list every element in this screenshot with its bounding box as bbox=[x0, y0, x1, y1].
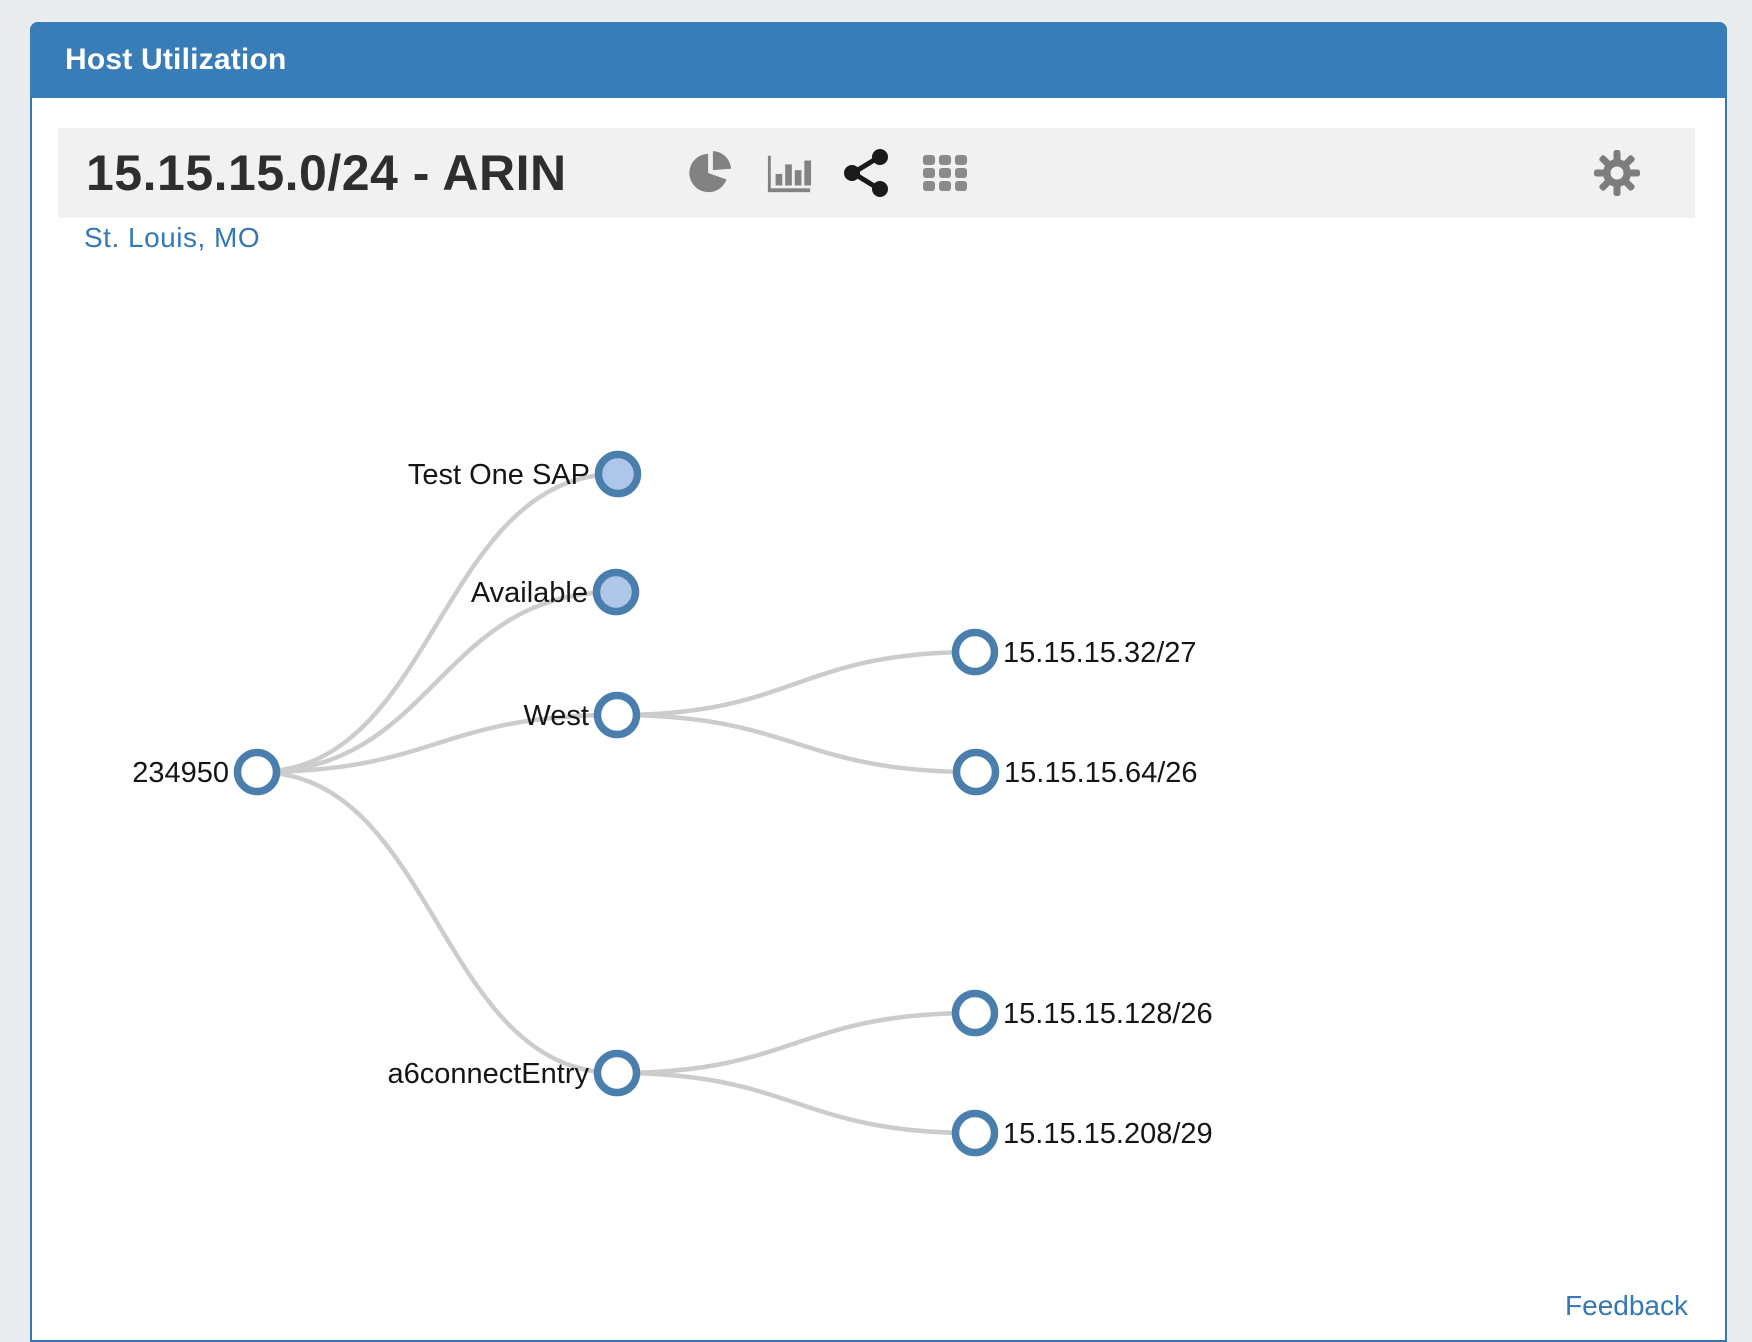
tree-node-label[interactable]: Test One SAP bbox=[408, 459, 590, 491]
grid-icon bbox=[922, 155, 967, 191]
tree-node-circle[interactable] bbox=[951, 989, 999, 1037]
tree-node-circle[interactable] bbox=[233, 748, 281, 796]
tree-node-label[interactable]: 15.15.15.32/27 bbox=[1003, 637, 1197, 669]
tree-node-label[interactable]: West bbox=[523, 700, 589, 732]
tree-link bbox=[616, 1010, 976, 1076]
tree-link bbox=[616, 712, 977, 775]
tree-link bbox=[616, 649, 976, 718]
tree-node-circle[interactable] bbox=[592, 568, 640, 616]
tree-node-circle[interactable] bbox=[593, 691, 641, 739]
feedback-link[interactable]: Feedback bbox=[1565, 1290, 1688, 1321]
tree-node-label[interactable]: a6connectEntry bbox=[387, 1058, 589, 1090]
tree-node-label[interactable]: 15.15.15.208/29 bbox=[1003, 1118, 1213, 1150]
tree-share-icon bbox=[843, 149, 888, 197]
tree-node-circle[interactable] bbox=[951, 628, 999, 676]
tree-link bbox=[256, 589, 617, 775]
subnet-toolbar: 15.15.15.0/24 - ARIN bbox=[58, 128, 1695, 218]
panel-header: Host Utilization bbox=[30, 22, 1727, 98]
tree-node-label[interactable]: Available bbox=[471, 577, 588, 609]
tree-view-button[interactable] bbox=[843, 149, 891, 197]
bar-chart-view-button[interactable] bbox=[765, 149, 813, 197]
bar-chart-icon bbox=[767, 155, 811, 193]
location-link[interactable]: St. Louis, MO bbox=[84, 222, 261, 253]
subnet-title: 15.15.15.0/24 - ARIN bbox=[86, 145, 567, 201]
tree-link bbox=[256, 769, 618, 1076]
settings-button[interactable] bbox=[1593, 149, 1641, 197]
tree-node-circle[interactable] bbox=[951, 1109, 999, 1157]
tree-node-circle[interactable] bbox=[952, 748, 1000, 796]
tree-node-circle[interactable] bbox=[593, 1049, 641, 1097]
tree-node-label[interactable]: 15.15.15.64/26 bbox=[1004, 757, 1198, 789]
panel-title: Host Utilization bbox=[65, 43, 287, 76]
grid-view-button[interactable] bbox=[921, 149, 969, 197]
pie-chart-view-button[interactable] bbox=[687, 149, 735, 197]
view-switcher bbox=[687, 149, 969, 197]
tree-node-circle[interactable] bbox=[594, 450, 642, 498]
tree-node-label[interactable]: 15.15.15.128/26 bbox=[1003, 998, 1213, 1030]
host-utilization-panel: Host Utilization 15.15.15.0/24 - ARIN bbox=[30, 22, 1727, 1342]
gear-icon bbox=[1594, 150, 1640, 196]
tree-node-label[interactable]: 234950 bbox=[132, 757, 229, 789]
tree-link bbox=[616, 1070, 976, 1136]
pie-chart-icon bbox=[688, 150, 731, 193]
